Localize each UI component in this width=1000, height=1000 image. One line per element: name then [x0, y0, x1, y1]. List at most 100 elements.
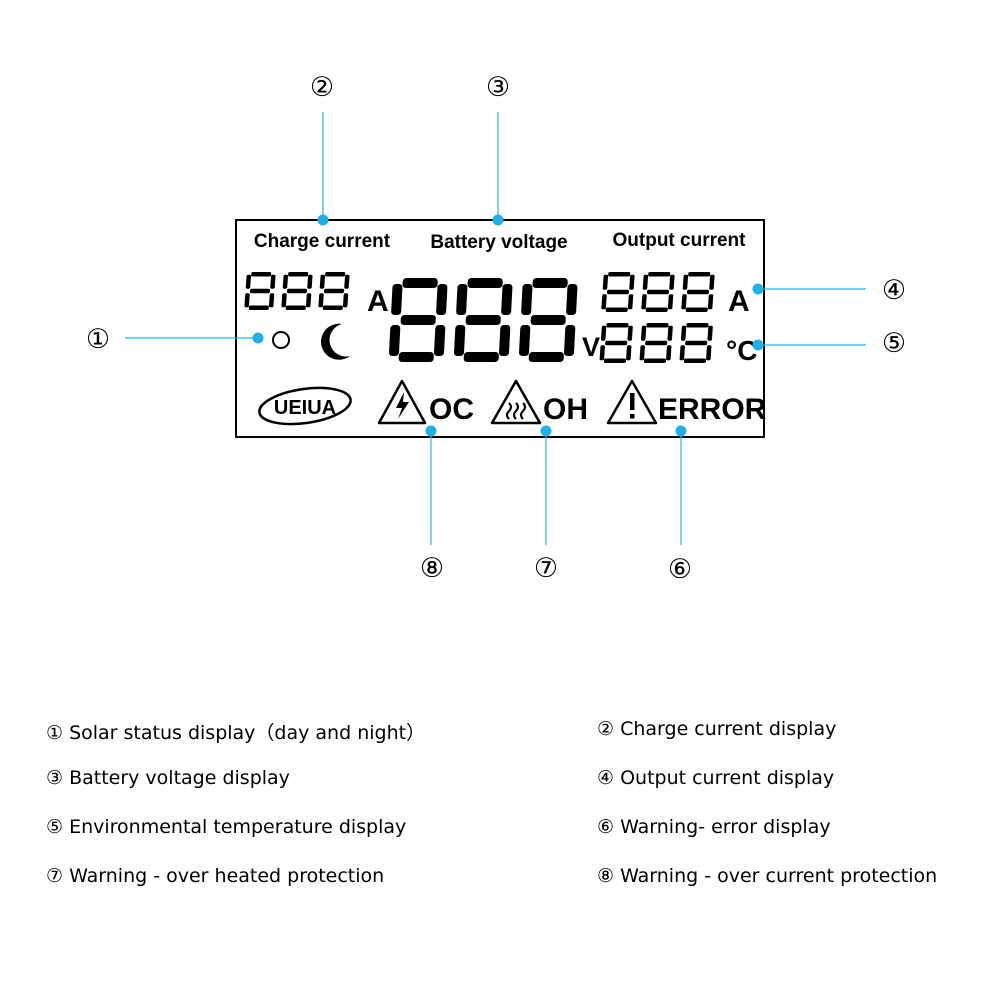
digit-segment	[285, 305, 306, 310]
digit-segment	[600, 325, 607, 341]
digit-segment	[454, 325, 466, 356]
digit-segment	[601, 294, 607, 310]
digit-segment	[679, 345, 685, 361]
digit-segment	[344, 274, 350, 289]
label-charge-current: Charge current	[254, 231, 391, 252]
digit-segment	[521, 284, 533, 315]
brand-logo: UEIUA	[258, 386, 352, 426]
seven-segment-digit	[639, 323, 673, 363]
digit-segment	[626, 345, 632, 361]
digit-segment	[629, 274, 635, 290]
seven-segment-digit	[281, 272, 313, 310]
digit-segment	[519, 325, 531, 356]
digit-segment	[323, 288, 345, 294]
digit-segment	[605, 307, 628, 312]
digit-segment	[707, 325, 713, 341]
lightning-warning-icon	[377, 379, 427, 425]
digit-segment	[686, 323, 709, 328]
output-current-digits	[601, 272, 715, 312]
seven-segment-digit	[679, 323, 713, 363]
digit-segment	[434, 325, 446, 356]
digit-segment	[342, 293, 349, 308]
digit-segment	[627, 325, 633, 341]
temperature-digits	[599, 323, 713, 363]
digit-segment	[463, 352, 499, 362]
digit-segment	[680, 325, 687, 341]
digit-segment	[640, 325, 647, 341]
legend-item-7: ⑦ Warning - over heated protection	[46, 865, 385, 887]
callout-leaders	[125, 112, 866, 545]
digit-segment	[286, 288, 308, 294]
digit-segment	[646, 289, 670, 295]
legend-item-4: ④ Output current display	[597, 767, 835, 789]
digit-segment	[248, 305, 269, 310]
digit-segment	[398, 352, 434, 362]
digit-segment	[643, 358, 667, 363]
digit-segment	[667, 294, 674, 310]
digit-segment	[532, 278, 568, 288]
digit-segment	[639, 345, 645, 361]
digit-segment	[627, 294, 634, 310]
unit-charge: A	[367, 285, 389, 318]
seven-segment-digit	[601, 272, 635, 312]
legend-item-5: ⑤ Environmental temperature display	[46, 816, 407, 838]
digit-segment	[270, 274, 276, 289]
battery-voltage-digits	[389, 278, 578, 362]
digit-segment	[682, 274, 689, 290]
seven-segment-digit	[681, 272, 715, 312]
digit-segment	[681, 294, 687, 310]
digit-segment	[648, 272, 671, 277]
digit-segment	[606, 289, 630, 295]
digit-segment	[599, 345, 605, 361]
label-output-current: Output current	[613, 230, 747, 251]
warning-oc: OC	[377, 379, 474, 426]
digit-segment	[530, 315, 566, 325]
legend-item-1: ① Solar status display（day and night）	[46, 722, 426, 744]
digit-segment	[645, 307, 668, 312]
digit-segment	[456, 284, 468, 315]
seven-segment-digit	[318, 272, 350, 310]
digit-segment	[646, 323, 669, 328]
digit-segment	[400, 315, 436, 325]
digit-segment	[467, 278, 503, 288]
digit-segment	[322, 305, 343, 310]
digit-segment	[282, 274, 289, 289]
digit-segment	[605, 340, 628, 346]
digit-segment	[325, 272, 346, 277]
digit-segment	[686, 289, 710, 295]
digit-segment	[305, 293, 312, 308]
callout-7: ⑦	[534, 553, 558, 584]
unit-temperature: °C	[726, 335, 757, 366]
digit-segment	[606, 323, 629, 328]
callout-2: ②	[310, 72, 334, 103]
callout-4: ④	[882, 275, 906, 306]
digit-segment	[465, 315, 501, 325]
callout-1: ①	[86, 324, 110, 355]
digit-segment	[669, 274, 675, 290]
digit-segment	[645, 340, 668, 346]
digit-segment	[683, 358, 707, 363]
digit-segment	[288, 272, 309, 277]
digit-segment	[244, 293, 250, 308]
digit-segment	[318, 293, 324, 308]
digit-segment	[566, 284, 578, 315]
digit-segment	[602, 274, 609, 290]
seven-segment-digit	[244, 272, 276, 310]
digit-segment	[501, 284, 513, 315]
digit-segment	[666, 345, 672, 361]
legend-item-8: ⑧ Warning - over current protection	[597, 865, 938, 887]
charge-current-digits	[244, 272, 350, 310]
callout-5: ⑤	[882, 328, 906, 359]
digit-segment	[281, 293, 287, 308]
warning-oh: OH	[490, 379, 588, 426]
seven-segment-digit	[389, 278, 448, 362]
heat-warning-icon	[490, 379, 542, 425]
digit-segment	[245, 274, 252, 289]
digit-segment	[389, 325, 401, 356]
warning-oh-text: OH	[543, 393, 588, 426]
digit-segment	[642, 274, 649, 290]
digit-segment	[685, 340, 708, 346]
callout-8: ⑧	[420, 553, 444, 584]
legend-item-6: ⑥ Warning- error display	[597, 816, 831, 838]
digit-segment	[251, 272, 272, 277]
